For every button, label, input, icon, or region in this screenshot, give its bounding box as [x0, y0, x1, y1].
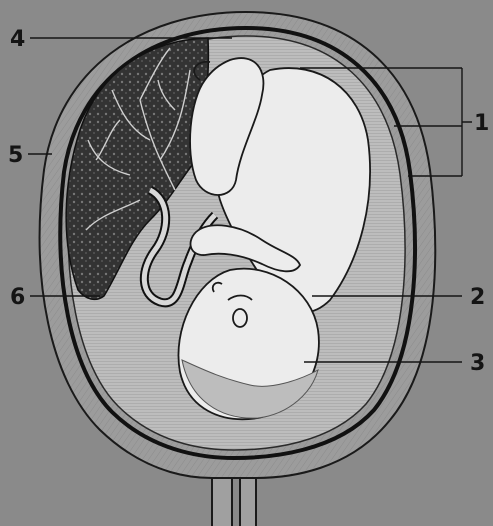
label-2: 2 — [470, 285, 485, 310]
label-5: 5 — [8, 143, 23, 168]
label-1: 1 — [474, 111, 489, 136]
label-4: 4 — [10, 27, 25, 52]
label-3: 3 — [470, 351, 485, 376]
label-6: 6 — [10, 285, 25, 310]
